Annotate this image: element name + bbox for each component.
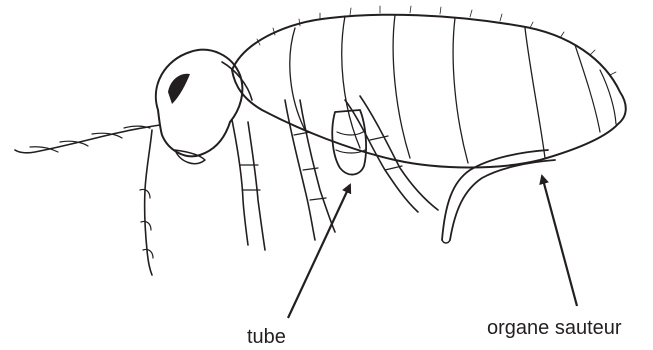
- insect-body: [232, 6, 626, 168]
- tube-arrow: [288, 185, 350, 318]
- legs: [232, 96, 438, 250]
- tube-label: tube: [247, 327, 286, 347]
- jumping-organ-arrow: [542, 176, 577, 306]
- jumping-organ: [442, 150, 555, 243]
- antennae: [15, 125, 160, 275]
- arrows: [288, 176, 577, 318]
- jumping-organ-label: organe sauteur: [487, 318, 622, 338]
